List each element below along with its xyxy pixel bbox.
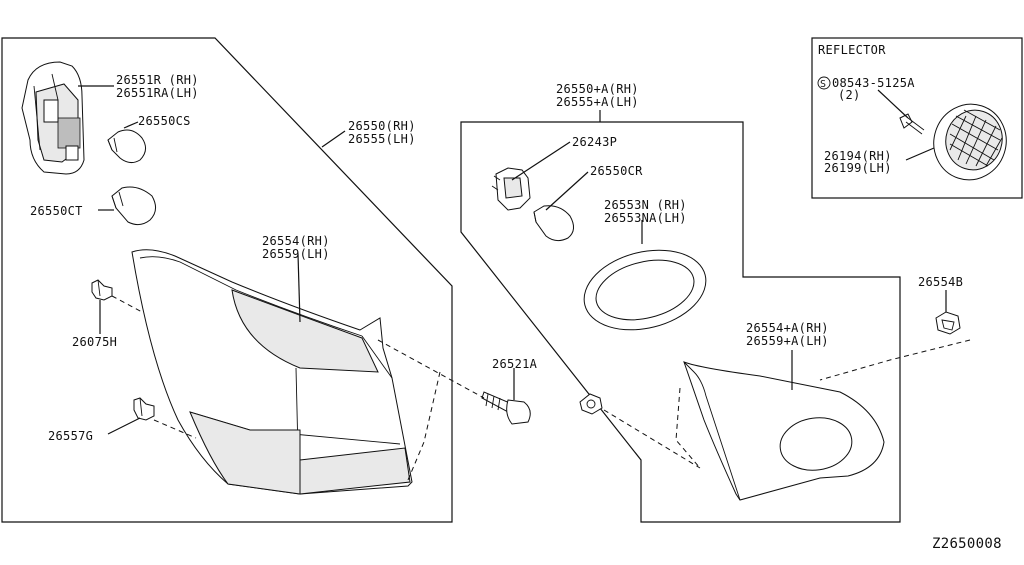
bulb-26550cr [533, 205, 574, 242]
callout-26550: 26550(RH) 26555(LH) [348, 119, 423, 146]
callout-26557g: 26557G [48, 429, 93, 443]
callout-26550ct: 26550CT [30, 204, 83, 218]
screw-symbol: S [820, 79, 826, 90]
clip-26075h [91, 279, 113, 301]
gasket-26553n [583, 249, 707, 331]
bulb-26550ct [111, 186, 156, 226]
callout-08543: 08543-5125A (2) [832, 76, 922, 102]
callout-26550a: 26550+A(RH) 26555+A(LH) [556, 82, 646, 109]
callout-26243p: 26243P [572, 135, 617, 149]
nut-center [579, 393, 603, 415]
callout-26521a: 26521A [492, 357, 538, 371]
reflector-26194 [933, 103, 1007, 181]
screw-08543 [899, 113, 925, 135]
combination-lamp-body [131, 249, 413, 495]
center-assembly-boundary [460, 121, 901, 523]
inner-lamp-body [683, 361, 885, 501]
reflector-box [811, 37, 1023, 199]
left-assembly-boundary [1, 37, 453, 523]
callout-26075h: 26075H [72, 335, 117, 349]
callout-26550cr: 26550CR [590, 164, 643, 178]
callout-26554a: 26554+A(RH) 26559+A(LH) [746, 321, 836, 348]
callout-26554b: 26554B [918, 275, 963, 289]
callout-26553n: 26553N (RH) 26553NA(LH) [604, 198, 694, 225]
clip-26557g [133, 397, 155, 421]
reflector-title: REFLECTOR [818, 43, 886, 57]
callout-26550cs: 26550CS [138, 114, 191, 128]
diagram-code: Z2650008 [932, 536, 1002, 552]
leader-lines [78, 85, 947, 435]
socket-harness-part [21, 61, 85, 175]
assembly-dashed-lines [111, 295, 971, 481]
callout-26554: 26554(RH) 26559(LH) [262, 234, 337, 261]
socket-26243p [491, 167, 531, 211]
bulb-26550cs [107, 129, 146, 164]
callout-26194: 26194(RH) 26199(LH) [824, 149, 899, 175]
nut-26554b [935, 311, 961, 335]
bolt-26521a [481, 391, 531, 425]
callout-26551r: 26551R (RH) 26551RA(LH) [116, 73, 206, 100]
screw-symbol-circle [817, 76, 831, 90]
